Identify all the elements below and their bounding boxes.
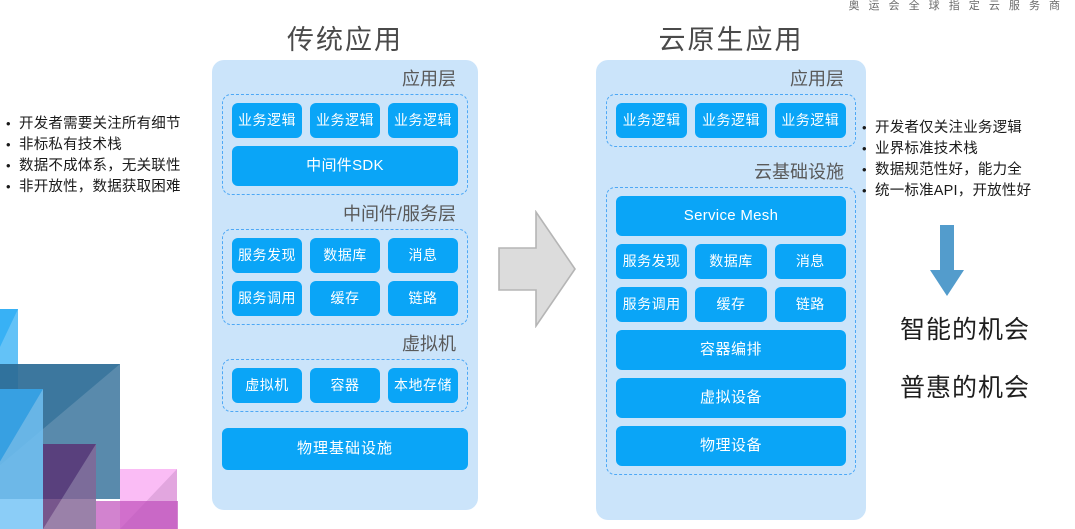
chip-service-mesh[interactable]: Service Mesh	[616, 196, 846, 236]
chip-virtual-device[interactable]: 虚拟设备	[616, 378, 846, 418]
section-label-middleware-layer-left: 中间件/服务层	[342, 204, 456, 224]
chip-business-logic[interactable]: 业务逻辑	[310, 103, 380, 138]
chip-row: Service Mesh	[616, 196, 846, 236]
chip-row: 服务发现 数据库 消息	[616, 244, 846, 279]
chip-row: 虚拟设备	[616, 378, 846, 418]
chip-service-invocation[interactable]: 服务调用	[616, 287, 688, 322]
traditional-app-bullets: 开发者需要关注所有细节 非标私有技术栈 数据不成体系，无关联性 非开放性，数据获…	[6, 113, 181, 198]
chip-row: 业务逻辑 业务逻辑 业务逻辑	[616, 103, 846, 138]
down-arrow-icon	[930, 225, 964, 296]
decorative-cubes-graphic	[0, 309, 178, 529]
chip-row: 物理设备	[616, 426, 846, 466]
chip-database[interactable]: 数据库	[310, 238, 380, 273]
chip-row: 中间件SDK	[232, 146, 458, 186]
chip-message[interactable]: 消息	[774, 244, 846, 279]
chip-service-discovery[interactable]: 服务发现	[232, 238, 302, 273]
chip-row: 虚拟机 容器 本地存储	[232, 368, 458, 403]
chip-row: 服务调用 缓存 链路	[616, 287, 846, 322]
group-vm-layer-left: 虚拟机 容器 本地存储	[222, 359, 468, 412]
chip-business-logic[interactable]: 业务逻辑	[695, 103, 767, 138]
chip-cache[interactable]: 缓存	[695, 287, 767, 322]
chip-container-orchestration[interactable]: 容器编排	[616, 330, 846, 370]
list-item: 统一标准API，开放性好	[862, 180, 1031, 202]
chip-row: 容器编排	[616, 330, 846, 370]
chip-message[interactable]: 消息	[388, 238, 458, 273]
right-arrow-icon	[498, 210, 576, 328]
list-item: 数据规范性好，能力全	[862, 159, 1031, 181]
conclusion-line-intelligence: 智能的机会	[900, 316, 1031, 344]
list-item: 非开放性，数据获取困难	[6, 176, 181, 198]
chip-business-logic[interactable]: 业务逻辑	[232, 103, 302, 138]
chip-trace[interactable]: 链路	[388, 281, 458, 316]
chip-physical-device[interactable]: 物理设备	[616, 426, 846, 466]
cloud-native-app-bullets: 开发者仅关注业务逻辑 业界标准技术栈 数据规范性好，能力全 统一标准API，开放…	[862, 117, 1031, 202]
chip-business-logic[interactable]: 业务逻辑	[774, 103, 846, 138]
list-item: 开发者仅关注业务逻辑	[862, 117, 1031, 139]
list-item: 业界标准技术栈	[862, 138, 1031, 160]
bar-physical-infrastructure[interactable]: 物理基础设施	[222, 428, 468, 470]
cloud-native-app-panel: 应用层 业务逻辑 业务逻辑 业务逻辑 云基础设施 Service Mesh 服务…	[596, 60, 866, 520]
section-label-cloud-infrastructure: 云基础设施	[754, 162, 844, 182]
chip-trace[interactable]: 链路	[774, 287, 846, 322]
section-label-app-layer-right: 应用层	[790, 69, 844, 89]
chip-row: 业务逻辑 业务逻辑 业务逻辑	[232, 103, 458, 138]
section-label-vm-layer-left: 虚拟机	[402, 334, 456, 354]
chip-service-discovery[interactable]: 服务发现	[616, 244, 688, 279]
list-item: 非标私有技术栈	[6, 134, 181, 156]
chip-database[interactable]: 数据库	[695, 244, 767, 279]
chip-local-storage[interactable]: 本地存储	[388, 368, 458, 403]
chip-container[interactable]: 容器	[310, 368, 380, 403]
chip-virtual-machine[interactable]: 虚拟机	[232, 368, 302, 403]
traditional-app-panel: 应用层 业务逻辑 业务逻辑 业务逻辑 中间件SDK 中间件/服务层 服务发现	[212, 60, 478, 510]
conclusion-line-inclusive: 普惠的机会	[900, 374, 1031, 402]
chip-business-logic[interactable]: 业务逻辑	[388, 103, 458, 138]
right-column-title: 云原生应用	[658, 25, 804, 55]
list-item: 数据不成体系，无关联性	[6, 155, 181, 177]
group-middleware-layer-left: 服务发现 数据库 消息 服务调用 缓存 链路	[222, 229, 468, 325]
group-app-layer-left: 业务逻辑 业务逻辑 业务逻辑 中间件SDK	[222, 94, 468, 195]
group-app-layer-right: 业务逻辑 业务逻辑 业务逻辑	[606, 94, 856, 147]
group-cloud-infrastructure: Service Mesh 服务发现 数据库 消息 服务调用 缓存 链路 容器编排…	[606, 187, 856, 475]
chip-middleware-sdk[interactable]: 中间件SDK	[232, 146, 458, 186]
chip-cache[interactable]: 缓存	[310, 281, 380, 316]
chip-row: 服务调用 缓存 链路	[232, 281, 458, 316]
chip-row: 服务发现 数据库 消息	[232, 238, 458, 273]
chip-business-logic[interactable]: 业务逻辑	[616, 103, 688, 138]
brand-strip: 奥 运 会 全 球 指 定 云 服 务 商	[848, 0, 1063, 12]
section-label-app-layer-left: 应用层	[402, 69, 456, 89]
list-item: 开发者需要关注所有细节	[6, 113, 181, 135]
chip-service-invocation[interactable]: 服务调用	[232, 281, 302, 316]
left-column-title: 传统应用	[287, 25, 403, 55]
